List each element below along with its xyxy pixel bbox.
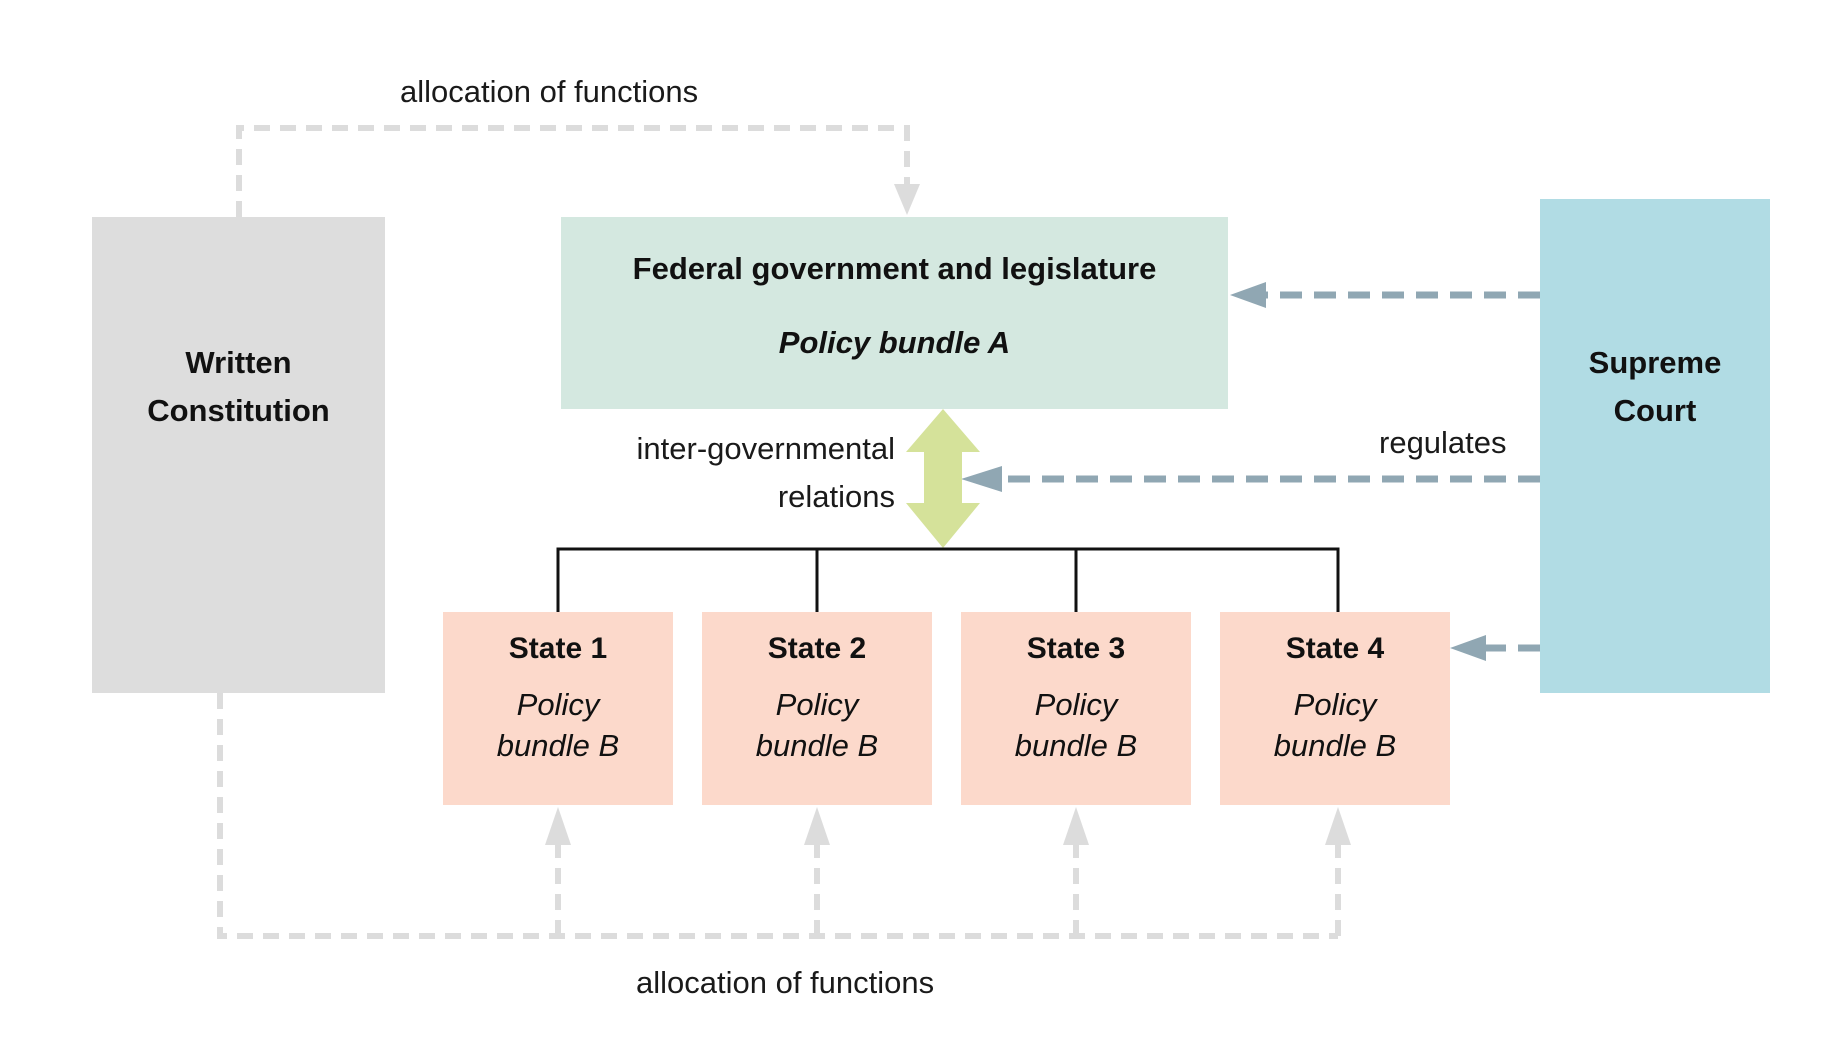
- allocation-arrowhead-federal: [894, 184, 920, 215]
- allocation-connector-bottom: [217, 693, 1338, 939]
- regulation-arrowhead-relations: [961, 466, 1002, 492]
- state-box-2: State 2 Policy bundle B: [702, 612, 932, 805]
- constitution-line-1: Written: [185, 345, 292, 380]
- state-bundle-line-2: bundle B: [1273, 728, 1397, 763]
- state-bundle-line-2: bundle B: [496, 728, 620, 763]
- allocation-label-top: allocation of functions: [400, 74, 699, 109]
- allocation-connector-top: [236, 125, 910, 217]
- state-title: State 1: [508, 632, 608, 665]
- state-policy-bundle: Policy bundle B: [497, 684, 619, 766]
- state-policy-bundle: Policy bundle B: [1274, 684, 1396, 766]
- allocation-arrowhead-state-4: [1325, 807, 1351, 845]
- state-bundle-line-2: bundle B: [755, 728, 879, 763]
- allocation-label-bottom: allocation of functions: [636, 965, 935, 1000]
- state-bundle-line-1: Policy: [1293, 687, 1377, 722]
- federal-policy-bundle: Policy bundle A: [778, 325, 1011, 360]
- allocation-arrowhead-state-2: [804, 807, 830, 845]
- intergov-double-arrow: [906, 409, 980, 548]
- state-policy-bundle: Policy bundle B: [756, 684, 878, 766]
- state-bundle-line-1: Policy: [516, 687, 600, 722]
- state-box-1: State 1 Policy bundle B: [443, 612, 673, 805]
- supreme-line-1: Supreme: [1588, 345, 1722, 380]
- allocation-arrowhead-state-3: [1063, 807, 1089, 845]
- federal-title: Federal government and legislature: [632, 251, 1157, 286]
- state-title: State 4: [1285, 632, 1385, 665]
- supreme-line-2: Court: [1613, 393, 1697, 428]
- states-bracket: [556, 547, 1340, 612]
- written-constitution-box: Written Constitution: [92, 217, 385, 693]
- allocation-arrowhead-state-1: [545, 807, 571, 845]
- federal-government-box: Federal government and legislature Polic…: [561, 217, 1228, 409]
- state-policy-bundle: Policy bundle B: [1015, 684, 1137, 766]
- regulation-arrowhead-state-4: [1450, 635, 1486, 661]
- state-bundle-line-1: Policy: [1034, 687, 1118, 722]
- regulation-arrowhead-federal: [1230, 282, 1266, 308]
- state-title: State 2: [767, 632, 867, 665]
- supreme-court-box: Supreme Court: [1540, 199, 1770, 693]
- intergov-label-line-2: relations: [777, 479, 895, 514]
- state-box-4: State 4 Policy bundle B: [1220, 612, 1450, 805]
- state-box-3: State 3 Policy bundle B: [961, 612, 1191, 805]
- state-bundle-line-1: Policy: [775, 687, 859, 722]
- regulates-label: regulates: [1379, 425, 1507, 460]
- state-title: State 3: [1026, 632, 1126, 665]
- state-bundle-line-2: bundle B: [1014, 728, 1138, 763]
- constitution-line-2: Constitution: [147, 393, 330, 428]
- intergov-label-line-1: inter-governmental: [636, 431, 895, 466]
